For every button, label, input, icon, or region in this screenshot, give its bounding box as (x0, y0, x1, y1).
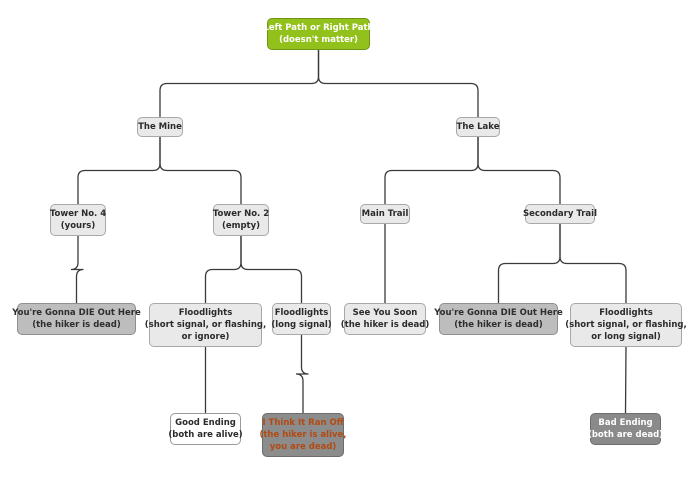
node-floodlights-right-line3: or long signal) (591, 332, 661, 342)
node-floodlights-long-line1: Floodlights (274, 308, 329, 318)
node-floodlights-short-line3: or ignore) (181, 332, 230, 342)
node-tower-2: Tower No. 2 (empty) (213, 204, 269, 236)
node-bad-ending: Bad Ending (both are dead) (587, 413, 664, 445)
connector-root-to-lake (317, 50, 479, 117)
node-main-trail: Main Trail (360, 204, 410, 224)
node-floodlights-long-signal: Floodlights (long signal) (271, 303, 332, 335)
node-floodlights-right-line1: Floodlights (599, 308, 653, 318)
node-the-lake: The Lake (456, 117, 500, 137)
node-the-mine: The Mine (137, 117, 183, 137)
node-see-you-soon-line2: (the hiker is dead) (340, 320, 430, 330)
node-dead-end-left-line2: (the hiker is dead) (32, 320, 121, 330)
node-floodlights-short-line1: Floodlights (178, 308, 233, 318)
connector-lake-to-secondary (477, 137, 561, 204)
node-main-trail-label: Main Trail (361, 209, 409, 219)
node-ran-off-line2: (the hiker is alive, (259, 430, 347, 440)
connector-flood-long-to-ranoff (295, 335, 309, 413)
connector-tower2-to-flood-short (204, 236, 242, 303)
node-tower-4-line2: (yours) (60, 221, 96, 231)
node-dead-end-left: You're Gonna DIE Out Here (the hiker is … (12, 303, 141, 335)
connector-mine-to-tower4 (77, 137, 161, 204)
node-dead-end-right: You're Gonna DIE Out Here (the hiker is … (434, 303, 563, 335)
node-root-line1: Left Path or Right Path (263, 23, 374, 33)
connector-mine-to-tower2 (159, 137, 242, 204)
node-secondary-trail-label: Secondary Trail (523, 209, 597, 219)
node-the-mine-label: The Mine (138, 122, 182, 132)
node-ran-off-line1: I Think It Ran Off (262, 418, 344, 428)
connector-flood-right-to-bad (624, 346, 627, 414)
node-root: Left Path or Right Path (doesn't matter) (263, 18, 374, 50)
node-floodlights-right: Floodlights (short signal, or flashing, … (565, 303, 687, 347)
node-see-you-soon-line1: See You Soon (352, 308, 418, 318)
node-bad-ending-line2: (both are dead) (587, 430, 664, 440)
node-floodlights-right-line2: (short signal, or flashing, (565, 320, 687, 330)
node-ran-off-line3: you are dead) (269, 442, 337, 452)
node-bad-ending-line1: Bad Ending (598, 418, 653, 428)
node-dead-end-right-line1: You're Gonna DIE Out Here (434, 308, 563, 318)
node-tower-4: Tower No. 4 (yours) (50, 204, 106, 236)
connector-lake-to-main (384, 137, 479, 204)
node-tower-4-line1: Tower No. 4 (49, 209, 107, 219)
node-see-you-soon: See You Soon (the hiker is dead) (341, 303, 429, 335)
node-root-line2: (doesn't matter) (279, 35, 358, 45)
node-dead-end-left-line1: You're Gonna DIE Out Here (12, 308, 141, 318)
node-floodlights-short-line2: (short signal, or flashing, (144, 320, 267, 330)
connector-tower4-to-die-left (70, 236, 84, 303)
connector-secondary-to-flood-right (559, 224, 627, 303)
node-good-ending-line2: (both are alive) (168, 430, 243, 440)
node-secondary-trail: Secondary Trail (523, 204, 597, 224)
connector-root-to-mine (159, 50, 320, 117)
node-the-lake-label: The Lake (456, 122, 500, 132)
node-good-ending: Good Ending (both are alive) (168, 413, 243, 445)
node-tower-2-line1: Tower No. 2 (212, 209, 270, 219)
node-tower-2-line2: (empty) (221, 221, 261, 231)
node-dead-end-right-line2: (the hiker is dead) (454, 320, 543, 330)
connector-secondary-to-die-right (497, 224, 561, 303)
node-floodlights-long-line2: (long signal) (271, 320, 332, 330)
node-floodlights-short-signal: Floodlights (short signal, or flashing, … (145, 303, 266, 347)
node-ran-off: I Think It Ran Off (the hiker is alive, … (259, 413, 347, 457)
connector-tower2-to-flood-long (240, 236, 303, 303)
node-good-ending-line1: Good Ending (175, 418, 236, 428)
